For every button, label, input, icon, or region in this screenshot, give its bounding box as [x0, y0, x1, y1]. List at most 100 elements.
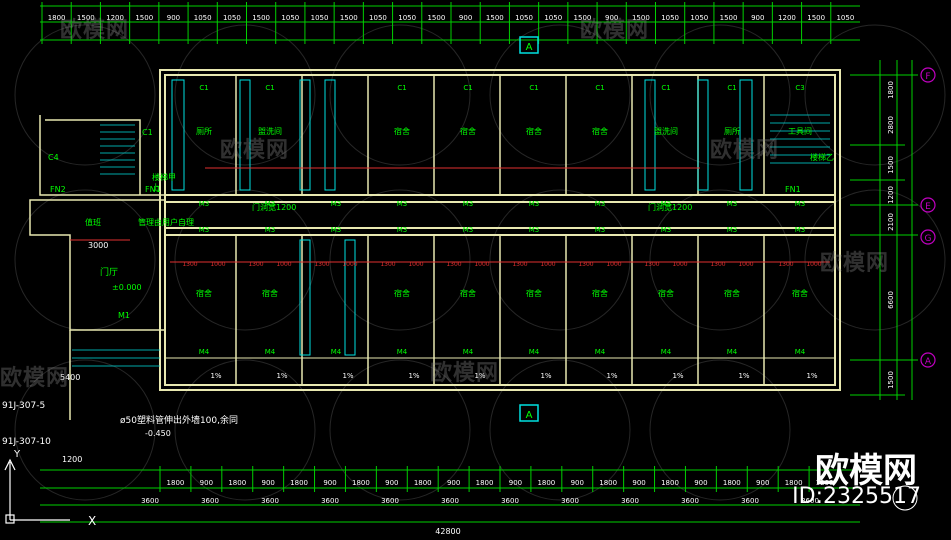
balcony-slope-2: 1% — [342, 372, 353, 380]
balcony-slope-0: 1% — [210, 372, 221, 380]
bottom-dim-12: 1800 — [537, 479, 555, 487]
right-dim-4: 2100 — [887, 213, 895, 231]
top-dim-22: 1050 — [690, 14, 708, 22]
reference-1: 91J-307-5 — [2, 401, 45, 411]
outdoor-elevation: -0.450 — [145, 429, 171, 438]
bottom-dim-5: 900 — [323, 479, 336, 487]
balcony-slope-5: 1% — [540, 372, 551, 380]
top-window-7: C1 — [661, 84, 670, 92]
red-dim-a-4: 1300 — [446, 261, 461, 268]
balcony-door-5: M4 — [529, 348, 540, 356]
top-dim-5: 1050 — [194, 14, 212, 22]
top-dim-16: 1050 — [515, 14, 533, 22]
top-dim-20: 1500 — [632, 14, 650, 22]
top-window-9: C3 — [795, 84, 804, 92]
section-mark-top: A — [519, 36, 539, 54]
y-axis-label: Y — [13, 449, 21, 460]
red-dimension-lines — [70, 167, 830, 263]
top-window-6: C1 — [595, 84, 604, 92]
top-door-3: M3 — [397, 200, 408, 208]
up-label: 上 — [152, 183, 160, 192]
axis-label-e: E — [925, 202, 931, 212]
bottom-dim-0: 1800 — [167, 479, 185, 487]
dim-5400: 5400 — [60, 373, 80, 382]
bottom-dim-16: 1800 — [661, 479, 679, 487]
fixtures — [171, 79, 753, 356]
stair-right-label: 楼梯乙 — [810, 152, 834, 162]
top-dim-18: 1500 — [574, 14, 592, 22]
top-dim-2: 1200 — [106, 14, 124, 22]
red-dim-a-0: 1300 — [182, 261, 197, 268]
top-window-8: C1 — [727, 84, 736, 92]
bottom-group-dim-11: 3600 — [801, 497, 819, 505]
right-dim-6: 1500 — [887, 371, 895, 389]
bottom-dim-17: 900 — [694, 479, 707, 487]
red-dim-a-9: 1300 — [778, 261, 793, 268]
balcony-slope-7: 1% — [672, 372, 683, 380]
bottom-group-dim-10: 3600 — [741, 497, 759, 505]
bottom-door-4: M3 — [463, 226, 474, 234]
watermark-id: ID:2325517 — [792, 484, 921, 509]
top-room-4: 宿舍 — [460, 126, 476, 136]
top-dim-24: 900 — [751, 14, 764, 22]
fn1-right-label: FN1 — [785, 185, 801, 194]
bottom-door-0: M3 — [199, 226, 210, 234]
bottom-room-0: 宿舍 — [196, 288, 212, 298]
bottom-dim-7: 900 — [385, 479, 398, 487]
top-dim-10: 1500 — [340, 14, 358, 22]
c1-stair-label: C1 — [142, 128, 153, 137]
top-window-1: C1 — [265, 84, 274, 92]
top-room-5: 宿舍 — [526, 126, 542, 136]
red-dim-a-1: 1300 — [248, 261, 263, 268]
top-door-4: M3 — [463, 200, 474, 208]
bottom-dimension-lines — [40, 466, 860, 523]
dim-3000: 3000 — [88, 241, 108, 250]
bottom-room-6: 宿舍 — [592, 288, 608, 298]
red-dim-a-7: 1300 — [644, 261, 659, 268]
top-dim-3: 1500 — [135, 14, 153, 22]
bottom-group-dim-1: 3600 — [201, 497, 219, 505]
top-dim-13: 1500 — [427, 14, 445, 22]
top-dim-15: 1500 — [486, 14, 504, 22]
top-door-2: M3 — [331, 200, 342, 208]
bottom-group-dim-7: 3600 — [561, 497, 579, 505]
right-dimension-lines — [850, 60, 918, 400]
bottom-group-dim-3: 3600 — [321, 497, 339, 505]
watermark-text-6: 欧模网 — [820, 251, 890, 276]
axis-label-a: A — [925, 357, 932, 367]
top-dim-25: 1200 — [778, 14, 796, 22]
watermark-text-2: 欧模网 — [220, 138, 290, 163]
watermark-text-3: 欧模网 — [430, 361, 500, 386]
bottom-room-3: 宿舍 — [394, 288, 410, 298]
top-door-7: M3 — [661, 200, 672, 208]
red-dim-b-7: 1000 — [672, 261, 687, 268]
bottom-dim-19: 900 — [756, 479, 769, 487]
bottom-room-4: 宿舍 — [460, 288, 476, 298]
red-dim-b-2: 1000 — [342, 261, 357, 268]
red-dim-b-9: 1000 — [806, 261, 821, 268]
bottom-room-labels: 宿舍宿舍宿舍宿舍宿舍宿舍宿舍宿舍宿舍 — [196, 288, 808, 298]
right-dim-3: 1200 — [887, 186, 895, 204]
red-dim-a-8: 1300 — [710, 261, 725, 268]
top-window-3: C1 — [397, 84, 406, 92]
balcony-door-8: M4 — [727, 348, 738, 356]
balcony-slope-8: 1% — [738, 372, 749, 380]
watermark-text-7: 欧模网 — [0, 366, 70, 391]
top-room-9: 工具间 — [788, 127, 812, 136]
top-door-0: M3 — [199, 200, 210, 208]
top-dim-21: 1050 — [661, 14, 679, 22]
balcony-slope-9: 1% — [806, 372, 817, 380]
axis-label-f: F — [925, 72, 930, 82]
balcony-door-4: M4 — [463, 348, 474, 356]
top-dim-6: 1050 — [223, 14, 241, 22]
section-mark-bottom: A — [519, 404, 539, 422]
right-dim-0: 1800 — [887, 81, 895, 99]
top-window-5: C1 — [529, 84, 538, 92]
red-dim-b-8: 1000 — [738, 261, 753, 268]
total-length: 42800 — [435, 527, 460, 536]
dim-1200: 1200 — [62, 455, 82, 464]
bottom-dim-14: 1800 — [599, 479, 617, 487]
top-dim-9: 1050 — [311, 14, 329, 22]
bottom-dim-8: 1800 — [414, 479, 432, 487]
